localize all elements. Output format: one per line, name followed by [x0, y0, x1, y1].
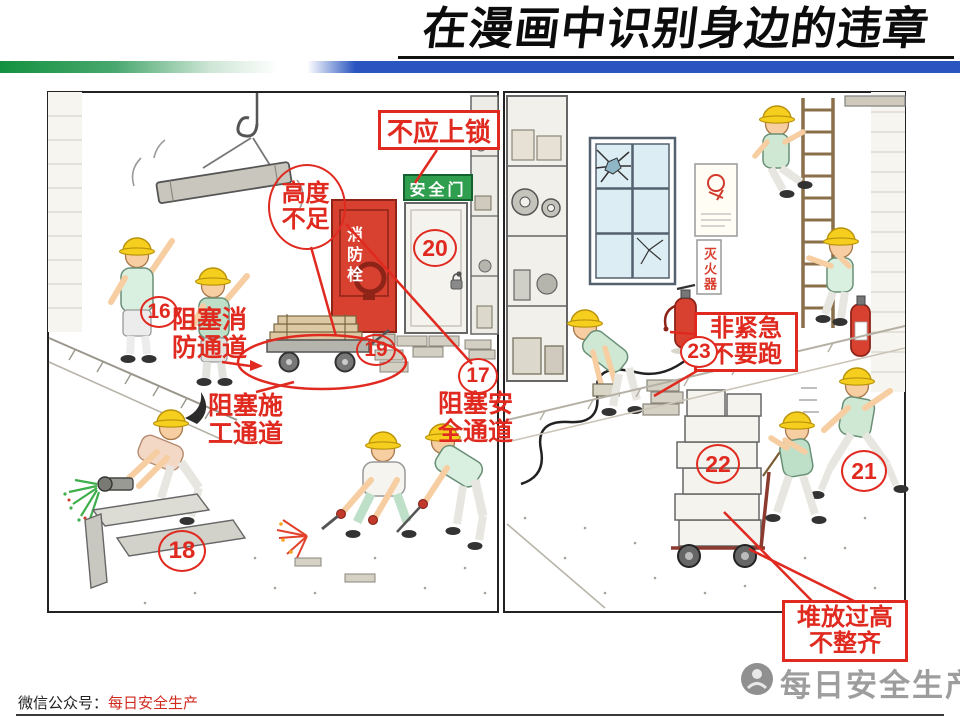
violation-20-circle: 20 — [413, 229, 457, 267]
violation-height-label: 高度不足 — [281, 179, 330, 233]
bottom-rule — [16, 714, 944, 716]
title-underline-decoration — [398, 56, 954, 59]
ground-debris-left — [143, 556, 487, 605]
violation-height-ellipse: 高度不足 — [268, 164, 346, 250]
worker-squatting-cutting — [276, 431, 417, 559]
fire-extinguisher-sign — [696, 239, 722, 295]
wechat-account-line: 微信公众号：每日安全生产 — [18, 692, 198, 713]
header-accent-bar — [0, 61, 960, 73]
fire-extinguisher-label: 灭火器 — [702, 246, 717, 292]
power-cable — [520, 353, 694, 486]
violation-stack-label: 堆放过高不整齐 — [797, 603, 893, 657]
right-floor-lines — [506, 325, 906, 609]
violation-19-label: 阻塞施工通道 — [208, 392, 284, 448]
wechat-prefix-text: 微信公众号： — [18, 695, 109, 712]
wechat-account-text: 每日安全生产 — [108, 695, 199, 712]
broken-window — [588, 136, 677, 286]
safety-door-sign: 安全门 — [403, 174, 473, 201]
grinder-sparks — [63, 478, 101, 523]
worker-running — [799, 367, 909, 499]
wall-poster — [694, 163, 738, 237]
violation-19-circle: 19 — [356, 334, 396, 366]
left-wall — [48, 92, 82, 332]
watermark-text: 每日安全生产 — [780, 668, 960, 703]
violation-no-running-label: 非紧急不要跑 — [710, 314, 782, 368]
watermark-logo-icon — [740, 662, 774, 696]
stacked-boxes-cart — [671, 389, 788, 568]
worker-pulling-cart — [765, 411, 827, 524]
worker-bending-cutting — [396, 423, 488, 550]
gas-cylinder — [850, 295, 871, 357]
worker-on-ladder — [806, 227, 860, 326]
violation-21-circle: 21 — [841, 450, 887, 492]
violation-17-label: 阻塞安全通道 — [438, 390, 514, 446]
violation-stack-box: 堆放过高不整齐 — [782, 600, 908, 662]
worker-pointing-up-right — [189, 267, 250, 386]
worker-climbing-top — [752, 105, 813, 198]
violation-18-circle: 18 — [158, 530, 206, 572]
right-shelf-unit — [506, 95, 568, 382]
violation-17-circle: 17 — [458, 358, 498, 394]
violation-16-label: 阻塞消防通道 — [172, 306, 248, 362]
violation-23-circle: 23 — [680, 336, 718, 368]
violation-22-circle: 22 — [696, 444, 740, 484]
violation-no-lock-box: 不应上锁 — [378, 110, 500, 150]
window-crack — [595, 149, 664, 265]
welding-sparks — [276, 519, 308, 559]
worker-woman-grinding — [63, 392, 207, 525]
right-wall — [844, 92, 906, 392]
violation-16-circle: 16 — [140, 296, 178, 328]
